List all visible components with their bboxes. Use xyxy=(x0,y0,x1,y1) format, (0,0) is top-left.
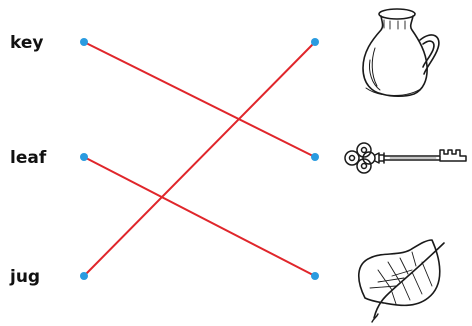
word-dot-leaf[interactable] xyxy=(80,153,88,161)
picture-dot-jug[interactable] xyxy=(311,38,319,46)
picture-dot-leaf[interactable] xyxy=(311,272,319,280)
match-line-jug xyxy=(84,42,315,276)
word-dot-jug[interactable] xyxy=(80,272,88,280)
key-icon xyxy=(345,143,466,173)
leaf-icon xyxy=(359,240,444,322)
match-line-leaf xyxy=(84,157,315,276)
match-line-key xyxy=(84,42,315,157)
jug-icon xyxy=(363,9,439,96)
match-lines xyxy=(84,42,315,276)
picture-dot-key[interactable] xyxy=(311,153,319,161)
word-dot-key[interactable] xyxy=(80,38,88,46)
